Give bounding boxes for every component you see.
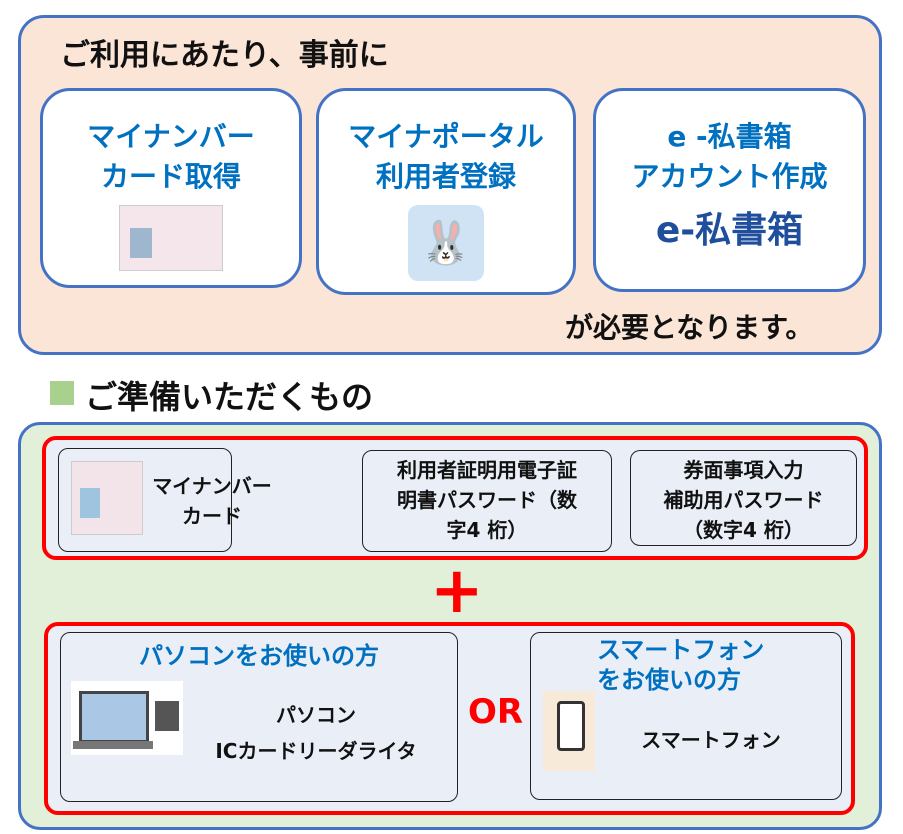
label: 字4 桁） (446, 518, 528, 542)
item-label: マイナンバー カード (137, 471, 287, 531)
plus-icon: + (430, 554, 484, 628)
card-mynumber-acquire: マイナンバー カード取得 (40, 88, 302, 288)
label: 補助用パスワード (663, 488, 824, 512)
option-pc: パソコンをお使いの方 パソコン ICカードリーダライタ (60, 632, 458, 802)
card-mynaportal-register: マイナポータル 利用者登録 🐰 (316, 88, 576, 295)
smartphone-title: スマートフォンをお使いの方 (597, 635, 764, 695)
preparation-title: ご準備いただくもの (85, 378, 374, 416)
card-eshishobako-account: e -私書箱 アカウント作成 e-私書箱 (593, 88, 866, 292)
required-note: が必要となります。 (565, 311, 814, 344)
pc-title: パソコンをお使いの方 (139, 642, 379, 670)
label: カード取得 (100, 160, 241, 193)
prerequisites-title: ご利用にあたり、事前に (60, 38, 389, 73)
pc-items: パソコン ICカードリーダライタ (201, 697, 431, 769)
option-smartphone: スマートフォンをお使いの方 スマートフォン (530, 632, 842, 800)
label: スマートフォン (597, 636, 765, 664)
label: 明書パスワード（数 (397, 488, 577, 512)
label: マイナポータル (348, 120, 544, 153)
smartphone-hand-icon (543, 691, 595, 771)
item-card-info-password: 券面事項入力 補助用パスワード （数字4 桁） (630, 450, 857, 546)
item-user-cert-password: 利用者証明用電子証 明書パスワード（数 字4 桁） (362, 450, 612, 552)
label: （数字4 桁） (683, 518, 804, 542)
or-label: OR (468, 692, 524, 732)
item-mynumber-card: マイナンバー カード (58, 448, 272, 552)
label: 利用者証明用電子証 (397, 458, 577, 482)
laptop-card-reader-icon (71, 681, 183, 755)
smartphone-label: スマートフォン (641, 728, 781, 752)
label: をお使いの方 (597, 666, 741, 694)
label: マイナンバー (87, 120, 255, 153)
green-square-icon (50, 381, 74, 405)
label: e -私書箱 (667, 120, 792, 153)
label: アカウント作成 (631, 160, 828, 193)
mynumber-card-icon (71, 461, 143, 535)
label: パソコン (276, 703, 356, 727)
label: ICカードリーダライタ (215, 739, 417, 763)
label: マイナンバー (152, 474, 272, 498)
label: カード (182, 504, 242, 528)
label: 利用者登録 (375, 160, 516, 193)
label: 券面事項入力 (683, 458, 804, 482)
mynumber-card-icon (119, 205, 223, 271)
mynaportal-rabbit-icon: 🐰 (408, 205, 484, 281)
eshishobako-logo: e-私書箱 (655, 210, 804, 251)
